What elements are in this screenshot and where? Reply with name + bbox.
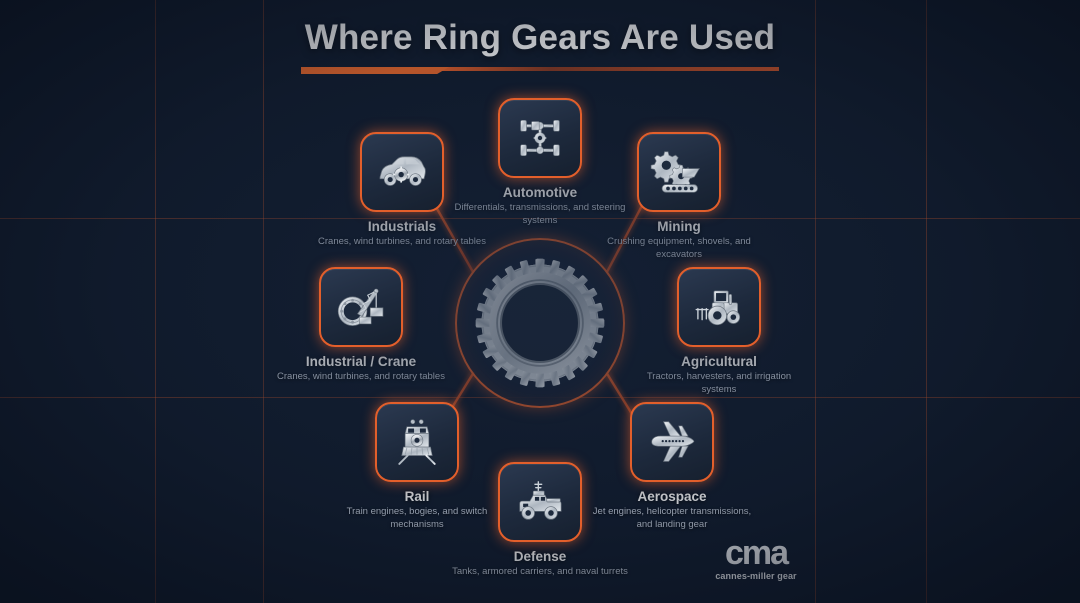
- brand-logo: cma cannes-miller gear: [700, 534, 812, 581]
- node-icon-tile-mining[interactable]: [637, 132, 721, 212]
- car-chassis-drivetrain-icon: [520, 119, 560, 157]
- car-with-gear-icon: [379, 156, 426, 186]
- node-icon-tile-rail[interactable]: [375, 402, 459, 482]
- node-industrial-crane[interactable]: Industrial / Crane Cranes, wind turbines…: [273, 267, 449, 384]
- tractor-icon: [695, 290, 741, 326]
- node-desc: Tanks, armored carriers, and naval turre…: [452, 566, 628, 577]
- node-desc: Cranes, wind turbines, and rotary tables: [318, 236, 486, 247]
- node-desc: Tractors, harvesters, and irrigation sys…: [646, 371, 792, 395]
- armored-vehicle-icon: [519, 481, 562, 520]
- node-icon-tile-automotive[interactable]: [498, 98, 582, 178]
- gears-conveyor-icon: [650, 151, 700, 193]
- logo-mark: cma: [724, 534, 789, 572]
- node-label: Industrials: [367, 219, 437, 234]
- airplane-icon: [651, 421, 695, 462]
- node-agricultural[interactable]: Agricultural Tractors, harvesters, and i…: [631, 267, 807, 396]
- node-label: Agricultural: [681, 354, 757, 369]
- node-label: Industrial / Crane: [305, 354, 417, 369]
- node-defense[interactable]: Defense Tanks, armored carriers, and nav…: [452, 462, 628, 579]
- logo-tagline: cannes-miller gear: [715, 570, 797, 581]
- node-label: Defense: [513, 549, 567, 564]
- ring-gear-icon: [475, 258, 605, 388]
- node-icon-tile-agricultural[interactable]: [677, 267, 761, 347]
- node-icon-tile-defense[interactable]: [498, 462, 582, 542]
- center-ring-gear: [475, 258, 605, 388]
- node-icon-tile-industrial-crane[interactable]: [319, 267, 403, 347]
- node-label: Mining: [657, 219, 701, 234]
- slewing-ring-crane-icon: [337, 288, 384, 326]
- locomotive-icon: [398, 419, 436, 465]
- node-icon-tile-industrials[interactable]: [360, 132, 444, 212]
- node-desc: Cranes, wind turbines, and rotary tables: [277, 371, 445, 382]
- node-icon-tile-aerospace[interactable]: [630, 402, 714, 482]
- node-desc: Crushing equipment, shovels, and excavat…: [607, 236, 751, 260]
- node-mining[interactable]: Mining Crushing equipment, shovels, and …: [591, 132, 767, 261]
- node-industrials[interactable]: Industrials Cranes, wind turbines, and r…: [314, 132, 490, 249]
